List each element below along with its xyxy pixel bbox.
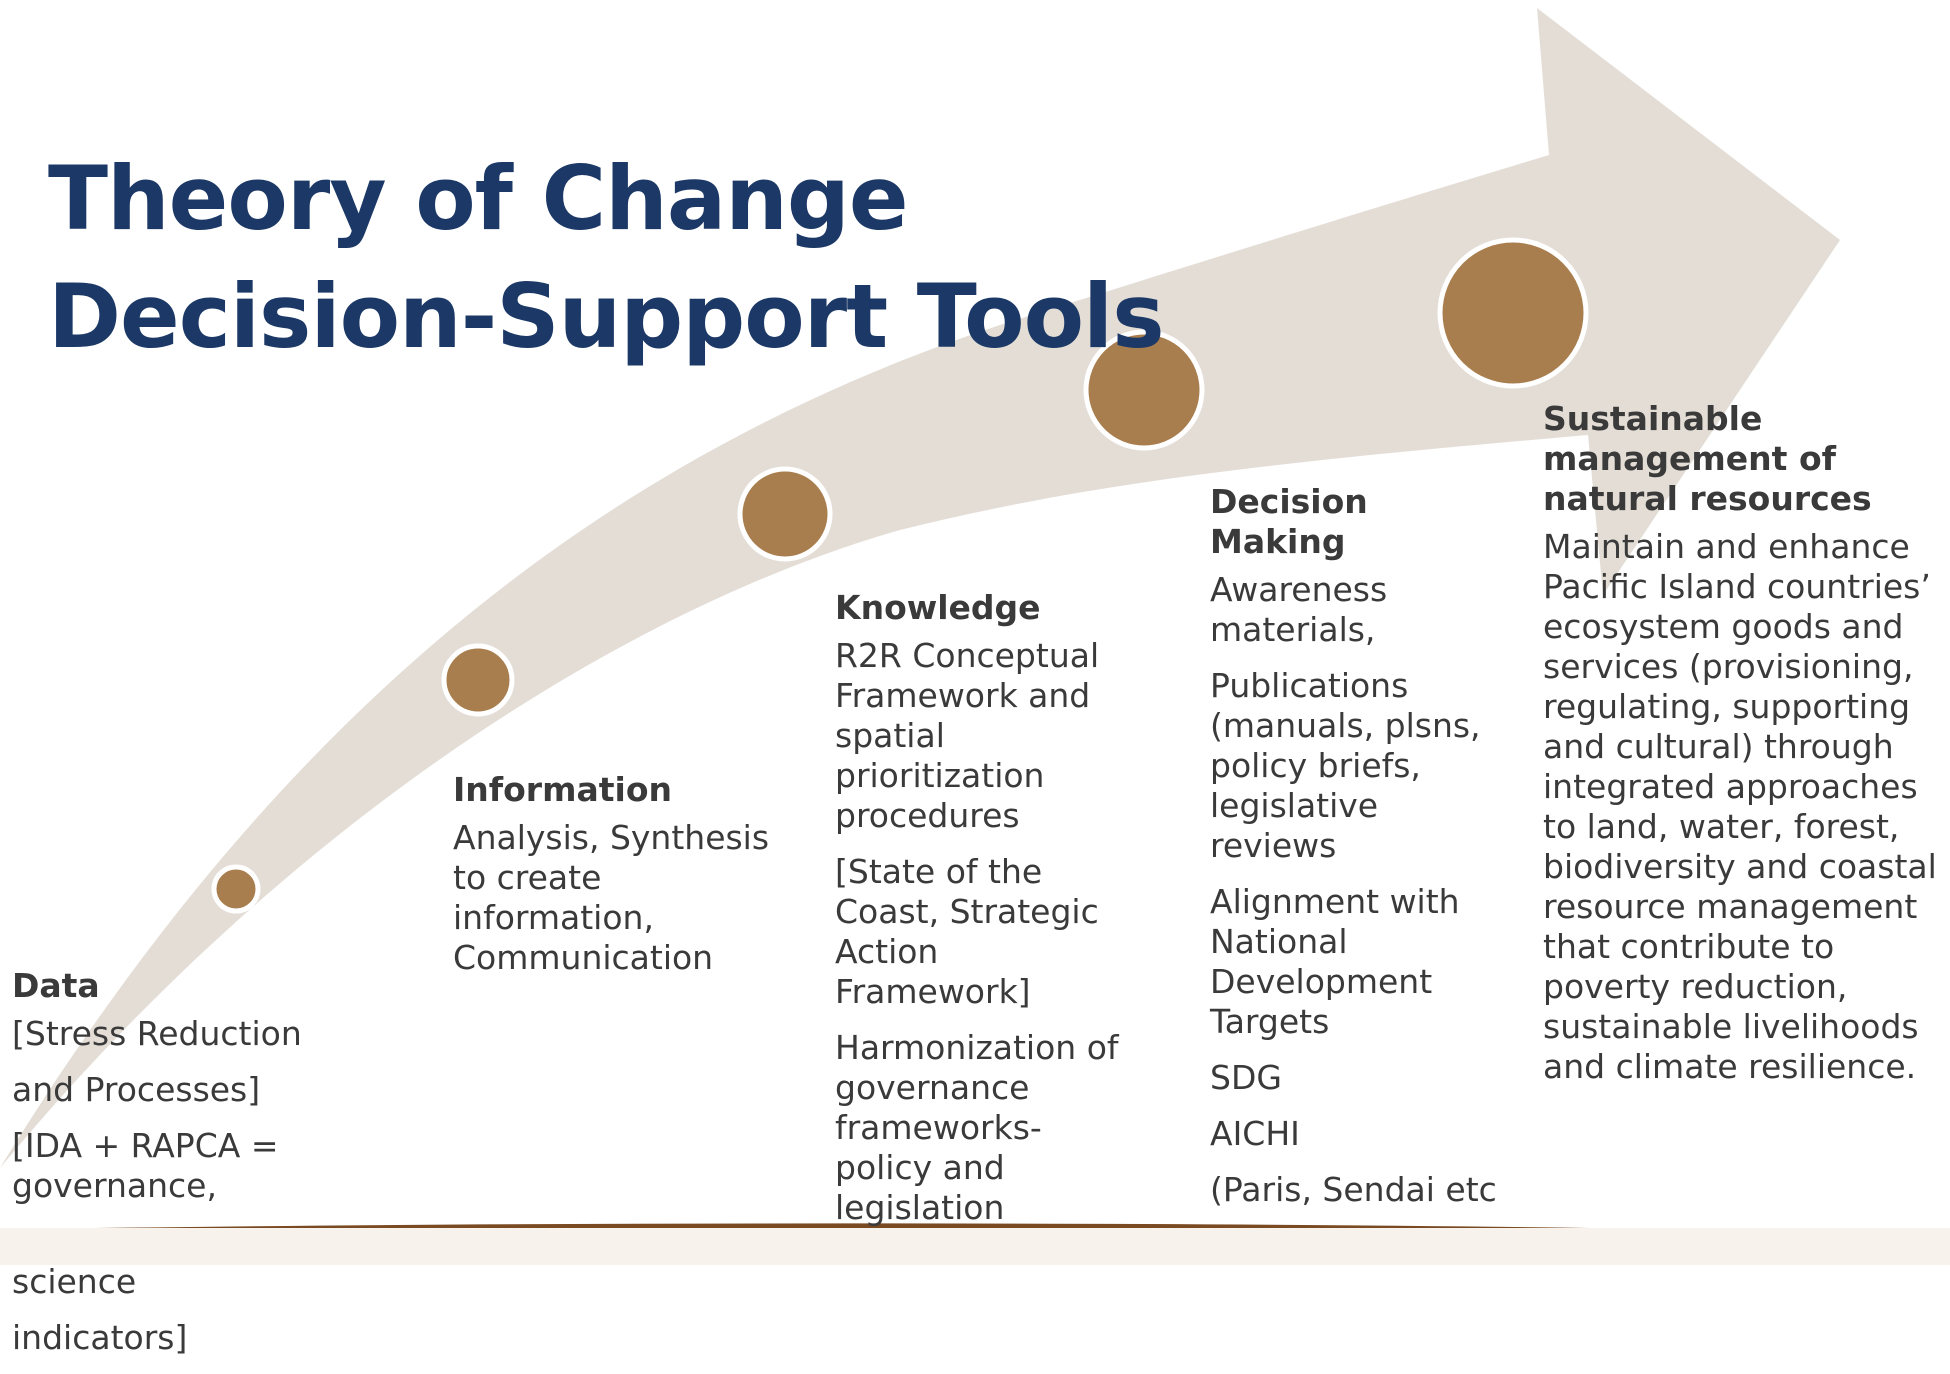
stage-knowledge: Knowledge R2R Conceptual Framework and s… [835,588,1140,1244]
stage-information: Information Analysis, Synthesis to creat… [453,770,793,994]
stage-heading: Decision Making [1210,482,1368,561]
stage-item: Alignment with National Development Targ… [1210,882,1460,1041]
stage-item: Awareness materials, [1210,570,1388,649]
stage-marker-information [441,643,515,717]
stage-item: [Stress Reduction [12,1014,302,1053]
stage-heading: Sustainable management of natural resour… [1543,399,1872,518]
footer-band [0,1228,1950,1265]
stage-heading: Data [12,966,100,1005]
stage-heading: Knowledge [835,588,1041,627]
stage-data: Data [Stress Reduction and Processes] [I… [12,966,472,1374]
stage-item: SDG [1210,1058,1282,1097]
arrow-diagram [0,8,1950,1241]
stage-items: R2R Conceptual Framework and spatial pri… [835,636,1140,1228]
title-line-2: Decision-Support Tools [48,265,1165,368]
stage-item: (Paris, Sendai etc [1210,1170,1497,1209]
stage-marker-data [211,864,261,914]
diagram-canvas: Theory of Change Decision-Support Tools … [0,8,1950,1357]
stage-item: Publications (manuals, plsns, policy bri… [1210,666,1481,865]
stage-item: Maintain and enhance Pacific Island coun… [1543,527,1937,1086]
stage-items: Awareness materials, Publications (manua… [1210,570,1510,1210]
stage-item: Harmonization of governance frameworks- … [835,1028,1119,1227]
stage-item: [State of the Coast, Strategic Action Fr… [835,852,1099,1011]
stage-items: Maintain and enhance Pacific Island coun… [1543,527,1938,1087]
stage-item: indicators] [12,1318,188,1357]
stage-items: [Stress Reduction and Processes] [IDA + … [12,1014,472,1358]
stage-marker-sustainable-management [1437,237,1589,389]
stage-items: Analysis, Synthesis to create informatio… [453,818,793,978]
stage-decision-making: Decision Making Awareness materials, Pub… [1210,482,1510,1226]
stage-item: R2R Conceptual Framework and spatial pri… [835,636,1100,835]
stage-marker-decision-making [1083,329,1205,451]
stage-item: AICHI [1210,1114,1300,1153]
stage-heading: Information [453,770,672,809]
title-line-1: Theory of Change [48,147,909,250]
stage-item: [IDA + RAPCA = governance, [12,1126,279,1205]
progress-arrow [0,8,1840,1168]
stage-marker-knowledge [737,466,833,562]
stage-item: Analysis, Synthesis to create informatio… [453,818,770,977]
diagram-title: Theory of Change Decision-Support Tools [48,140,1165,376]
stage-item: and Processes] [12,1070,261,1109]
stage-sustainable-management: Sustainable management of natural resour… [1543,399,1938,1103]
